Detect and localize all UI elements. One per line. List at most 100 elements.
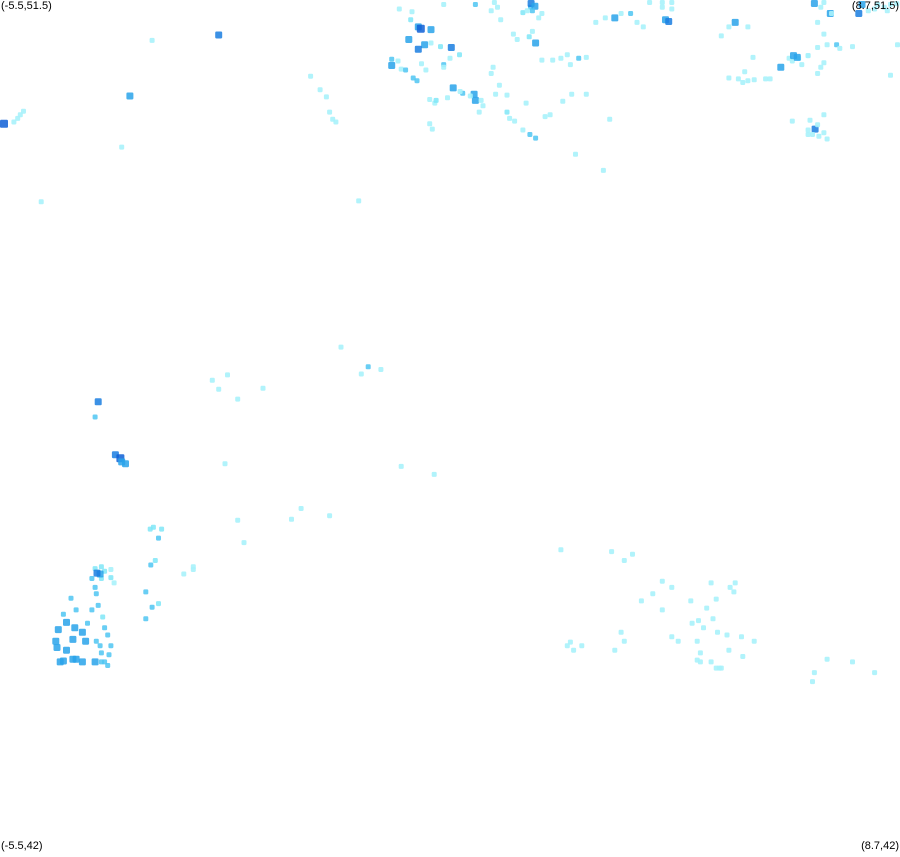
map-point [630,551,635,557]
map-point [527,132,533,137]
map-point [583,91,589,97]
map-point [742,69,748,75]
map-point [789,58,795,64]
map-point [818,4,824,10]
map-point [571,647,577,653]
map-point [708,659,714,665]
map-point [490,64,496,70]
map-point [715,629,720,635]
map-point [222,461,228,467]
map-point [54,626,62,634]
map-point [669,6,675,12]
map-point [805,127,811,133]
map-point [93,638,99,644]
map-point [356,198,362,204]
map-point [512,118,518,124]
map-point [731,589,737,595]
map-point [824,656,830,662]
map-point [94,398,102,406]
map-point [378,367,384,372]
map-point [618,629,624,635]
map-point [149,37,155,43]
map-point [529,8,535,14]
map-point [724,632,730,638]
map-point [524,8,530,14]
map-point [829,11,834,16]
map-point [740,80,746,85]
map-point [433,97,439,103]
map-point [260,385,266,391]
map-point [526,34,532,40]
map-point [72,655,80,663]
map-point [327,513,333,519]
map-point [884,8,890,14]
map-point [609,549,615,555]
map-point [669,584,675,590]
map-point [68,595,74,601]
map-point [602,15,608,21]
map-point [607,116,613,122]
map-point [143,616,149,622]
map-point [92,414,98,420]
map-point [216,386,222,392]
map-point [93,569,101,577]
map-point [713,596,719,602]
map-point [476,109,482,115]
map-point [398,463,404,469]
map-point [427,97,433,102]
map-point [480,103,486,109]
map-point [423,67,429,73]
map-point [447,44,455,51]
map-point [564,52,570,58]
map-point [821,0,827,5]
map-point [398,66,404,72]
map-point [621,558,627,563]
map-point [97,643,103,649]
map-point [105,663,111,668]
map-point [888,72,893,78]
map-point [495,4,500,10]
map-point [895,42,900,48]
map-point [727,584,733,590]
map-point [858,1,866,8]
map-point [478,97,484,103]
map-point [805,53,811,59]
map-point [421,41,429,49]
map-point [669,0,675,5]
map-point [789,118,795,124]
map-point [763,76,769,82]
map-point [289,516,294,522]
map-point [567,62,573,68]
map-point [488,8,494,14]
map-point [550,57,556,63]
map-point [403,67,409,73]
map-point [472,2,478,7]
map-point [52,637,60,645]
map-point [777,63,785,71]
map-point [888,2,893,7]
map-point [152,558,158,563]
map-point [419,61,424,67]
map-point [111,580,117,586]
map-point [149,604,155,610]
map-point [396,6,402,12]
map-point [821,60,827,66]
map-point [504,109,510,115]
corner-label-top-left: (-5.5,51.5) [1,0,52,12]
map-point [38,199,44,205]
map-point [428,40,434,46]
map-point [612,647,618,653]
map-point [56,658,64,666]
map-point [542,114,548,120]
map-point [441,64,447,70]
map-point [520,127,526,133]
map-point [533,135,539,141]
map-point [53,644,61,651]
map-point [317,87,323,93]
map-point [63,618,70,626]
map-point [156,601,161,607]
map-point [767,76,773,82]
map-point [834,42,840,48]
map-point [457,89,463,94]
map-point [143,589,149,595]
